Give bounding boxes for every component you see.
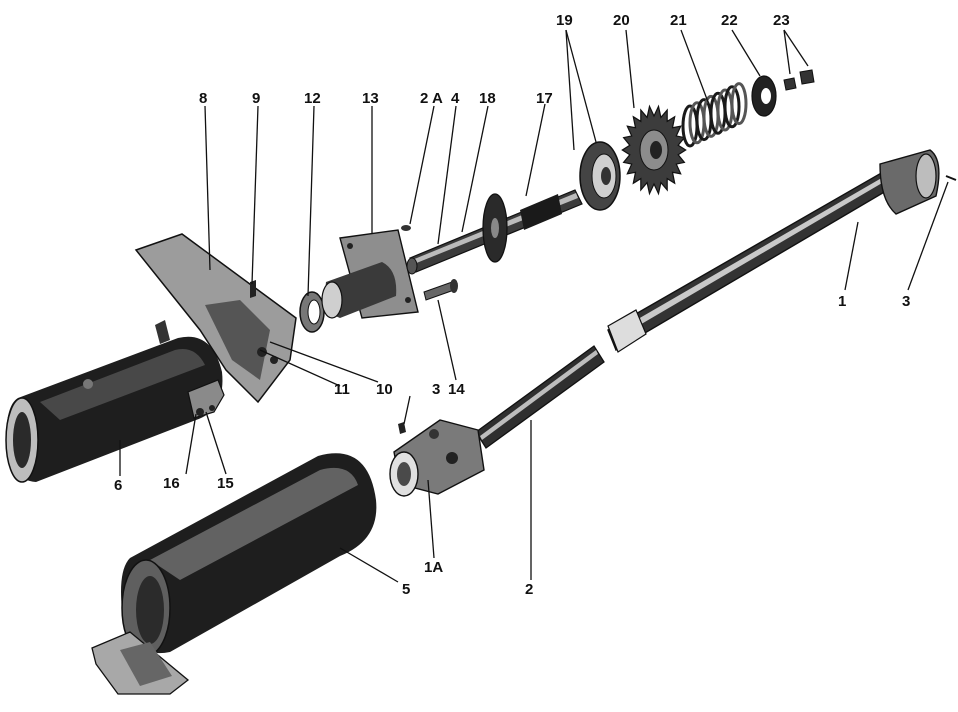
leader-lines (119, 29, 949, 583)
part-22-washer (751, 75, 777, 117)
callout-11: 11 (334, 381, 350, 398)
callout-17: 17 (536, 90, 553, 107)
part-2a-pin (401, 225, 411, 231)
callout-2: 2 (525, 581, 533, 598)
part-17-upper-shaft (406, 189, 583, 275)
part-20-sprocket (621, 104, 687, 196)
part-5-column-tube (91, 453, 377, 695)
part-13-bearing-housing (321, 229, 419, 319)
part-19-bearing (579, 141, 621, 211)
callout-2a: 2 A (420, 90, 443, 107)
callout-3-lower: 3 (432, 381, 440, 398)
callout-10: 10 (376, 381, 393, 398)
part-21-spring (681, 82, 748, 148)
callout-6: 6 (114, 477, 122, 494)
callout-9: 9 (252, 90, 260, 107)
callout-1: 1 (838, 293, 846, 310)
callout-1a: 1A (424, 559, 443, 576)
callout-16: 16 (163, 475, 180, 492)
callout-4: 4 (451, 90, 460, 107)
callout-5: 5 (402, 581, 410, 598)
part-14-bolt (423, 279, 458, 301)
part-12-washer (299, 291, 325, 333)
callout-19: 19 (556, 12, 573, 29)
callout-13: 13 (362, 90, 379, 107)
callout-23: 23 (773, 12, 790, 29)
callout-3-upper: 3 (902, 293, 910, 310)
part-1-steering-shaft (607, 149, 957, 353)
callout-labels: 1 1A 2 2 A 3 3 4 5 6 8 9 10 11 12 13 14 … (114, 12, 910, 598)
part-6-jacket-tube (5, 320, 223, 483)
part-8-bracket (134, 233, 297, 404)
callout-12: 12 (304, 90, 321, 107)
part-1a-universal-joint (389, 419, 485, 497)
callout-20: 20 (613, 12, 630, 29)
part-23-nuts (783, 69, 815, 91)
part-2-lower-shaft (475, 345, 605, 449)
callout-15: 15 (217, 475, 234, 492)
callout-8: 8 (199, 90, 207, 107)
part-15-16-clamp (187, 379, 225, 419)
callout-14: 14 (448, 381, 465, 398)
callout-18: 18 (479, 90, 496, 107)
callout-21: 21 (670, 12, 687, 29)
callout-22: 22 (721, 12, 738, 29)
